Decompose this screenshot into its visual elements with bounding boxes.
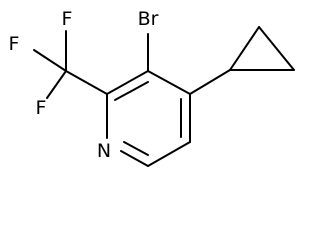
substituent-bonds — [33, 30, 231, 99]
bond-cp1-cp2 — [229, 26, 260, 71]
bond-c2-cf3 — [65, 70, 108, 95]
bond-c2-c3 — [106, 70, 149, 95]
atom-fluorine-label: F — [36, 97, 47, 119]
bond-c5-c6 — [147, 141, 191, 167]
atom-fluorine-label: F — [9, 33, 20, 55]
bond-cf3-f1 — [33, 49, 67, 72]
bond-cp2-cp3 — [258, 26, 295, 71]
bond-cf3-f3 — [46, 70, 67, 99]
atom-fluorine-label: F — [62, 8, 73, 30]
atom-bromine-label: Br — [138, 8, 159, 30]
cyclopropyl-ring — [229, 26, 295, 71]
bond-c4-cyclopropyl — [189, 69, 231, 95]
bond-c3-c4 — [147, 70, 191, 95]
atom-nitrogen-label: N — [97, 140, 111, 162]
bond-c6-n1 — [120, 150, 149, 167]
molecule-structure: Br F F F N — [9, 8, 295, 167]
double-bond-c6-n1-inner — [123, 141, 149, 156]
double-bond-c2-c3-inner — [114, 81, 149, 101]
pyridine-ring — [106, 70, 191, 167]
